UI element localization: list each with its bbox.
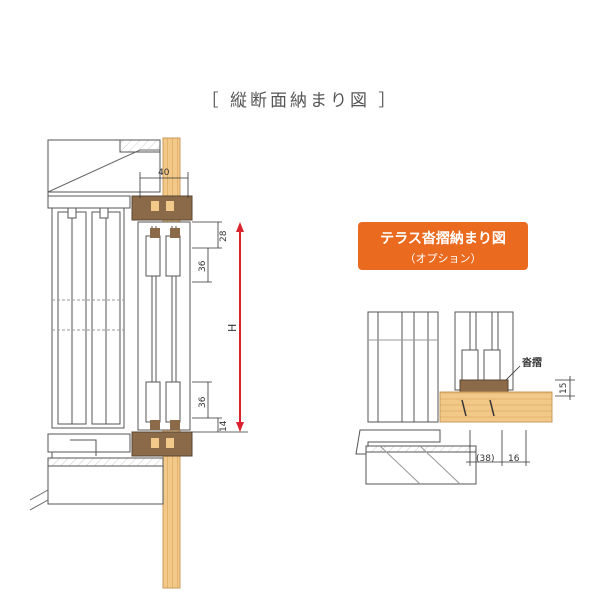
terrace-deck: [439, 391, 553, 423]
page-title: ［ 縦断面納まり図 ］: [201, 91, 399, 111]
dim-bottom-38: (38): [476, 454, 494, 464]
left-shutter-frame: [51, 207, 125, 429]
lower-sill-block: [131, 431, 193, 457]
dim-top-width: 40: [158, 168, 170, 178]
option-title: テラス沓摺納まり図: [380, 230, 506, 247]
option-badge: [358, 222, 528, 270]
option-subtitle: （オプション）: [405, 252, 482, 265]
right-dimensions: [466, 365, 575, 466]
left-dimensions: [139, 172, 248, 433]
left-section-diagram: [29, 137, 193, 589]
dim-height-label: H: [226, 324, 239, 332]
dim-lower-2: 14: [219, 420, 229, 432]
threshold-callout: 沓摺: [521, 356, 542, 369]
dim-bottom-16: 16: [508, 454, 520, 464]
dim-upper-1: 28: [219, 230, 229, 242]
threshold-piece: [459, 379, 509, 393]
height-dimension: [236, 222, 244, 432]
dim-vertical-15: 15: [559, 383, 569, 394]
upper-head-block: [131, 195, 193, 221]
right-section-diagram: [355, 311, 553, 485]
dim-upper-2: 36: [198, 260, 208, 272]
dim-lower-1: 36: [198, 396, 208, 408]
